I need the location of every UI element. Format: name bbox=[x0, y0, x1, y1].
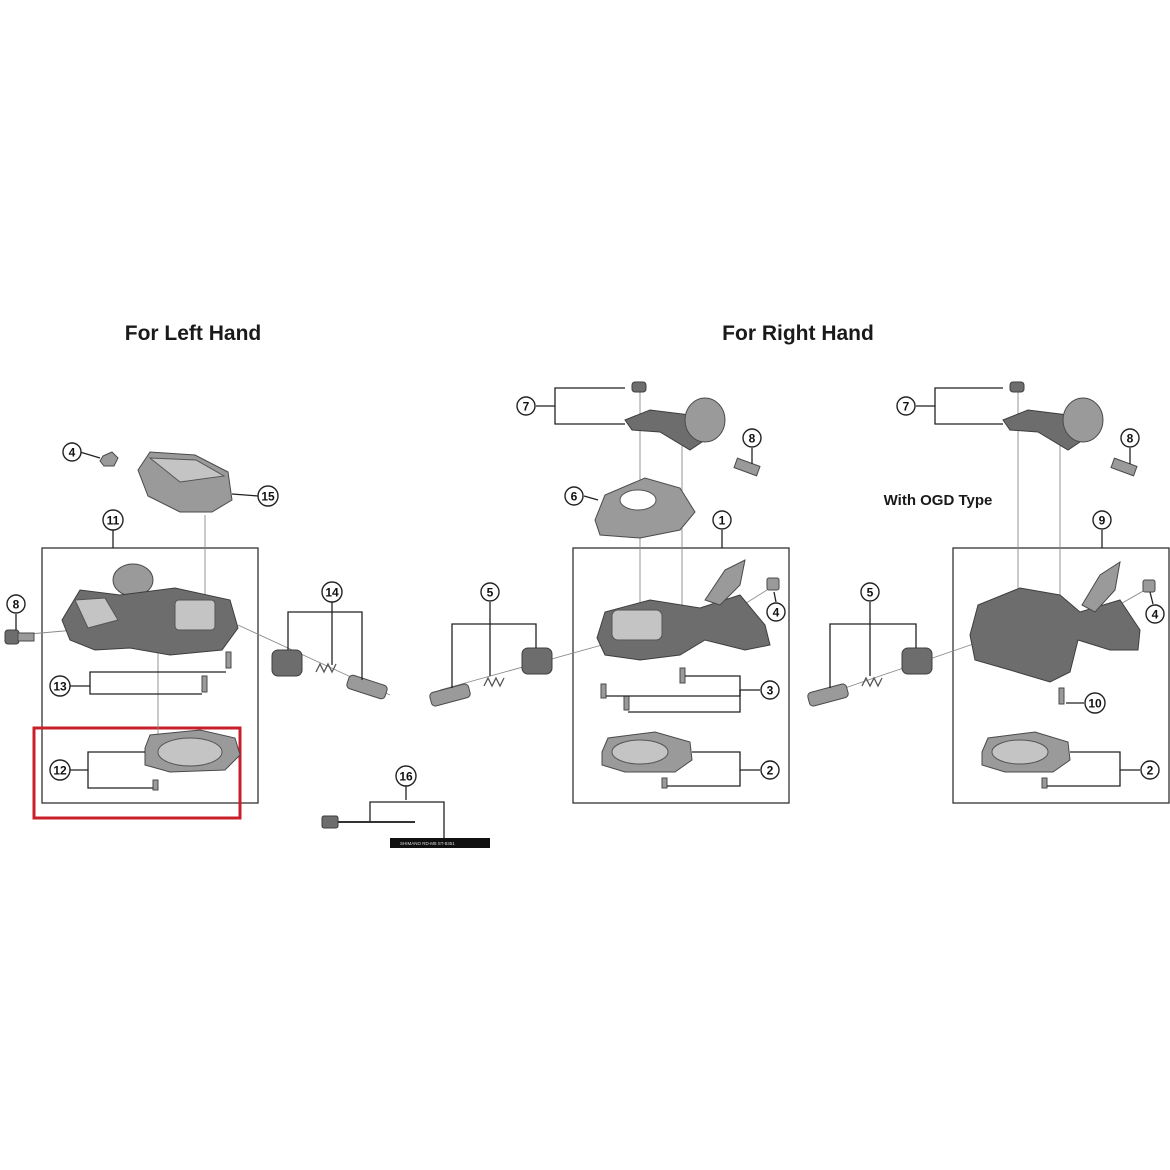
part-5-adjuster-bolt-right bbox=[429, 683, 471, 707]
highlight-box-part-12 bbox=[32, 726, 242, 820]
part-10-screw bbox=[1058, 687, 1065, 705]
callout-6: 6 bbox=[564, 486, 584, 506]
callouts: 4 15 11 8 13 12 14 16 7 8 6 1 5 4 3 2 7 … bbox=[6, 396, 1165, 787]
svg-text:12: 12 bbox=[53, 764, 67, 778]
svg-text:6: 6 bbox=[571, 490, 578, 504]
svg-text:3: 3 bbox=[767, 684, 774, 698]
part-1-upper-lever bbox=[704, 559, 746, 606]
ogd-assembly-box bbox=[952, 547, 1170, 804]
svg-text:4: 4 bbox=[69, 446, 76, 460]
part-12-screw bbox=[152, 779, 159, 791]
svg-text:8: 8 bbox=[749, 432, 756, 446]
svg-text:10: 10 bbox=[1088, 697, 1102, 711]
part-5-adjuster-bolt-ogd bbox=[807, 683, 849, 707]
callout-12: 12 bbox=[49, 759, 71, 781]
leader-lines bbox=[15, 387, 1154, 838]
part-8-bolt-ogd bbox=[1110, 457, 1138, 477]
callout-9: 9 bbox=[1092, 510, 1112, 530]
ogd-type-parts bbox=[807, 381, 1156, 789]
svg-text:15: 15 bbox=[261, 490, 275, 504]
title-left-hand: For Left Hand bbox=[125, 322, 262, 345]
svg-text:9: 9 bbox=[1099, 514, 1106, 528]
svg-text:8: 8 bbox=[13, 598, 20, 612]
part-7-bolt bbox=[631, 381, 647, 393]
svg-text:4: 4 bbox=[1152, 608, 1159, 622]
callout-14: 14 bbox=[321, 581, 343, 603]
left-hand-parts bbox=[4, 451, 388, 791]
part-3-screw-a bbox=[679, 667, 686, 684]
callout-10: 10 bbox=[1084, 692, 1106, 714]
part-7-bolt-ogd bbox=[1009, 381, 1025, 393]
part-3-screw-c bbox=[623, 695, 630, 711]
part-5-barrel-ogd bbox=[901, 647, 933, 675]
svg-text:7: 7 bbox=[903, 400, 910, 414]
part-13-screw-a bbox=[225, 651, 232, 669]
left-hand-assembly-box bbox=[41, 547, 259, 804]
cable-housing bbox=[390, 838, 490, 848]
svg-text:2: 2 bbox=[767, 764, 774, 778]
callout-16: 16 bbox=[395, 765, 417, 787]
svg-text:13: 13 bbox=[53, 680, 67, 694]
part-3-screw-b bbox=[600, 683, 607, 699]
assembly-axes bbox=[17, 390, 1146, 745]
title-right-hand: For Right Hand bbox=[722, 322, 874, 345]
part-5-spring-ogd bbox=[861, 676, 883, 688]
part-14-spring bbox=[315, 662, 337, 674]
title-ogd-type: With OGD Type bbox=[884, 492, 993, 509]
callout-1: 1 bbox=[712, 510, 732, 530]
svg-text:14: 14 bbox=[325, 586, 339, 600]
part-13-screw-b bbox=[201, 675, 208, 693]
callout-5-ogd: 5 bbox=[860, 582, 880, 602]
part-4-nut-ogd bbox=[1142, 579, 1156, 593]
part-9-shifter-body bbox=[969, 587, 1141, 683]
part-16-cable: SHIMANO RD-M8 ST-8351 bbox=[321, 815, 490, 848]
callout-3: 3 bbox=[760, 680, 780, 700]
part-5-spring-right bbox=[483, 676, 505, 688]
callout-8-right: 8 bbox=[742, 428, 762, 448]
right-hand-assembly-box bbox=[572, 547, 790, 804]
svg-text:5: 5 bbox=[487, 586, 494, 600]
callout-2-right: 2 bbox=[760, 760, 780, 780]
right-hand-parts bbox=[429, 381, 780, 789]
part-4-nut-right bbox=[766, 577, 780, 591]
callout-2-ogd: 2 bbox=[1140, 760, 1160, 780]
callout-7-right: 7 bbox=[516, 396, 536, 416]
callout-4-ogd: 4 bbox=[1145, 604, 1165, 624]
part-14-adjuster-barrel bbox=[271, 649, 303, 677]
callout-11: 11 bbox=[102, 509, 124, 531]
callout-8-left: 8 bbox=[6, 594, 26, 614]
callout-15: 15 bbox=[257, 485, 279, 507]
callout-4-right: 4 bbox=[766, 602, 786, 622]
callout-5-right: 5 bbox=[480, 582, 500, 602]
callout-7-ogd: 7 bbox=[896, 396, 916, 416]
part-9-upper-lever bbox=[1081, 560, 1121, 613]
callout-8-ogd: 8 bbox=[1120, 428, 1140, 448]
svg-text:16: 16 bbox=[399, 770, 413, 784]
svg-text:8: 8 bbox=[1127, 432, 1134, 446]
callout-13: 13 bbox=[49, 675, 71, 697]
cable-housing-print: SHIMANO RD-M8 ST-8351 bbox=[400, 841, 455, 846]
svg-text:4: 4 bbox=[773, 606, 780, 620]
callout-4-left: 4 bbox=[62, 442, 82, 462]
svg-text:7: 7 bbox=[523, 400, 530, 414]
svg-text:2: 2 bbox=[1147, 764, 1154, 778]
part-8-bolt-left bbox=[4, 629, 20, 645]
part-14-adjuster-bolt bbox=[346, 674, 388, 700]
svg-text:1: 1 bbox=[719, 514, 726, 528]
svg-text:5: 5 bbox=[867, 586, 874, 600]
svg-text:11: 11 bbox=[107, 514, 120, 528]
part-5-barrel-right bbox=[521, 647, 553, 675]
part-4-nut-left bbox=[99, 451, 119, 467]
part-8-bolt-right bbox=[733, 457, 761, 477]
